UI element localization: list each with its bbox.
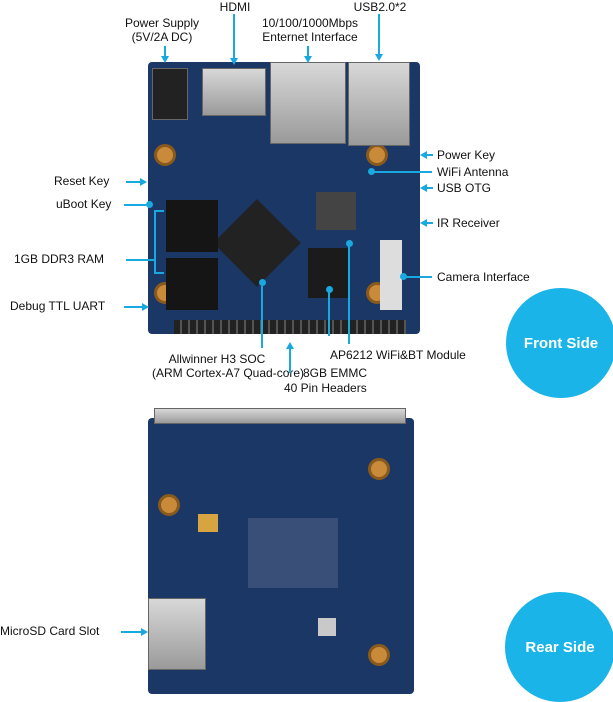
- front-side-badge: Front Side: [506, 288, 613, 398]
- hdmi-port: [202, 68, 266, 116]
- label-usb: USB2.0*2: [353, 0, 407, 14]
- wifi-module-chip: [316, 192, 356, 230]
- rear-components: [248, 518, 338, 588]
- ram-chip-bottom: [166, 258, 218, 310]
- rear-port-edge: [154, 408, 406, 424]
- label-ethernet: 10/100/1000Mbps Enternet Interface: [261, 16, 359, 44]
- ethernet-port: [270, 62, 346, 144]
- soc-chip: [213, 199, 301, 287]
- label-ir-receiver: IR Receiver: [437, 216, 500, 230]
- label-power-key: Power Key: [437, 148, 496, 162]
- usb-ports: [348, 62, 410, 146]
- camera-connector: [380, 240, 402, 310]
- microsd-slot: [148, 598, 206, 670]
- label-uboot-key: uBoot Key: [56, 197, 112, 211]
- dc-jack: [152, 68, 188, 120]
- label-hdmi: HDMI: [219, 0, 251, 14]
- label-power-supply: Power Supply (5V/2A DC): [124, 16, 200, 44]
- label-wifi-antenna: WiFi Antenna: [437, 165, 509, 179]
- label-wifi-module: AP6212 WiFi&BT Module: [330, 348, 466, 362]
- rear-side-badge: Rear Side: [505, 592, 613, 702]
- label-microsd: MicroSD Card Slot: [0, 624, 100, 638]
- label-soc: Allwinner H3 SOC (ARM Cortex-A7 Quad-cor…: [152, 352, 305, 380]
- label-reset-key: Reset Key: [54, 174, 110, 188]
- label-pin-headers: 40 Pin Headers: [284, 381, 367, 395]
- ram-chip-top: [166, 200, 218, 252]
- label-emmc: 8GB EMMC: [303, 366, 368, 380]
- label-debug-uart: Debug TTL UART: [10, 299, 106, 313]
- label-camera-interface: Camera Interface: [437, 270, 530, 284]
- label-usb-otg: USB OTG: [437, 181, 492, 195]
- gpio-header: [174, 320, 406, 334]
- label-ram: 1GB DDR3 RAM: [14, 252, 105, 266]
